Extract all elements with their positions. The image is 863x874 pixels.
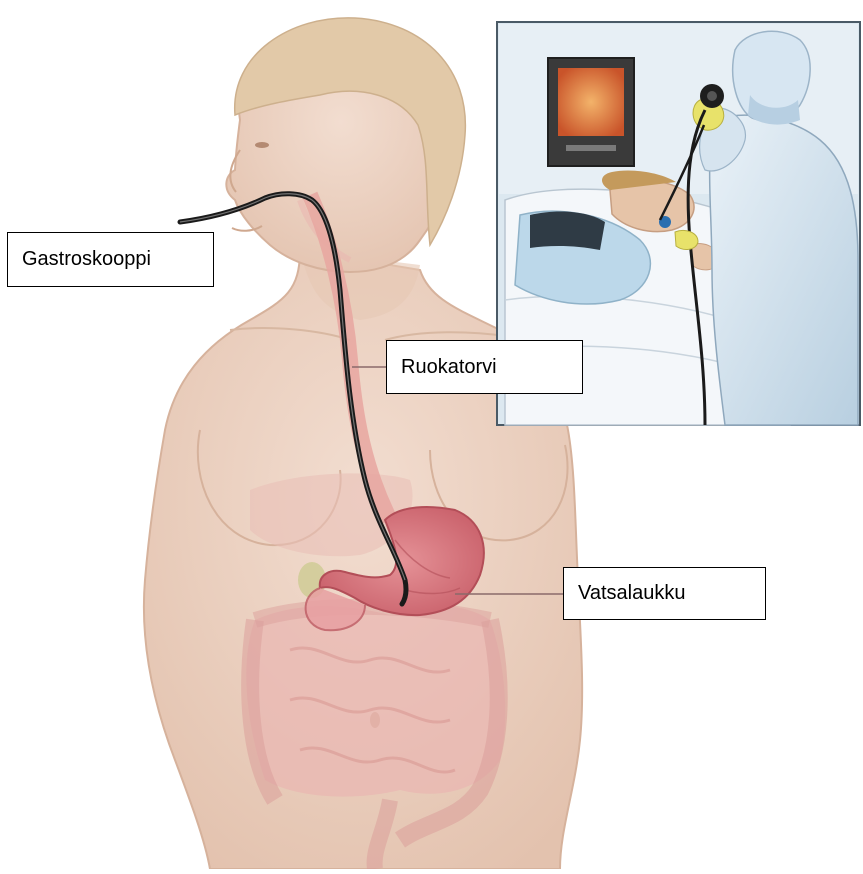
label-gastroskooppi-text: Gastroskooppi bbox=[22, 248, 151, 271]
label-ruokatorvi-text: Ruokatorvi bbox=[401, 356, 497, 379]
head bbox=[226, 18, 465, 272]
label-gastroskooppi: Gastroskooppi bbox=[7, 232, 214, 287]
monitor bbox=[548, 58, 634, 166]
label-vatsalaukku: Vatsalaukku bbox=[563, 567, 766, 620]
label-ruokatorvi: Ruokatorvi bbox=[386, 340, 583, 394]
label-vatsalaukku-text: Vatsalaukku bbox=[578, 582, 685, 605]
